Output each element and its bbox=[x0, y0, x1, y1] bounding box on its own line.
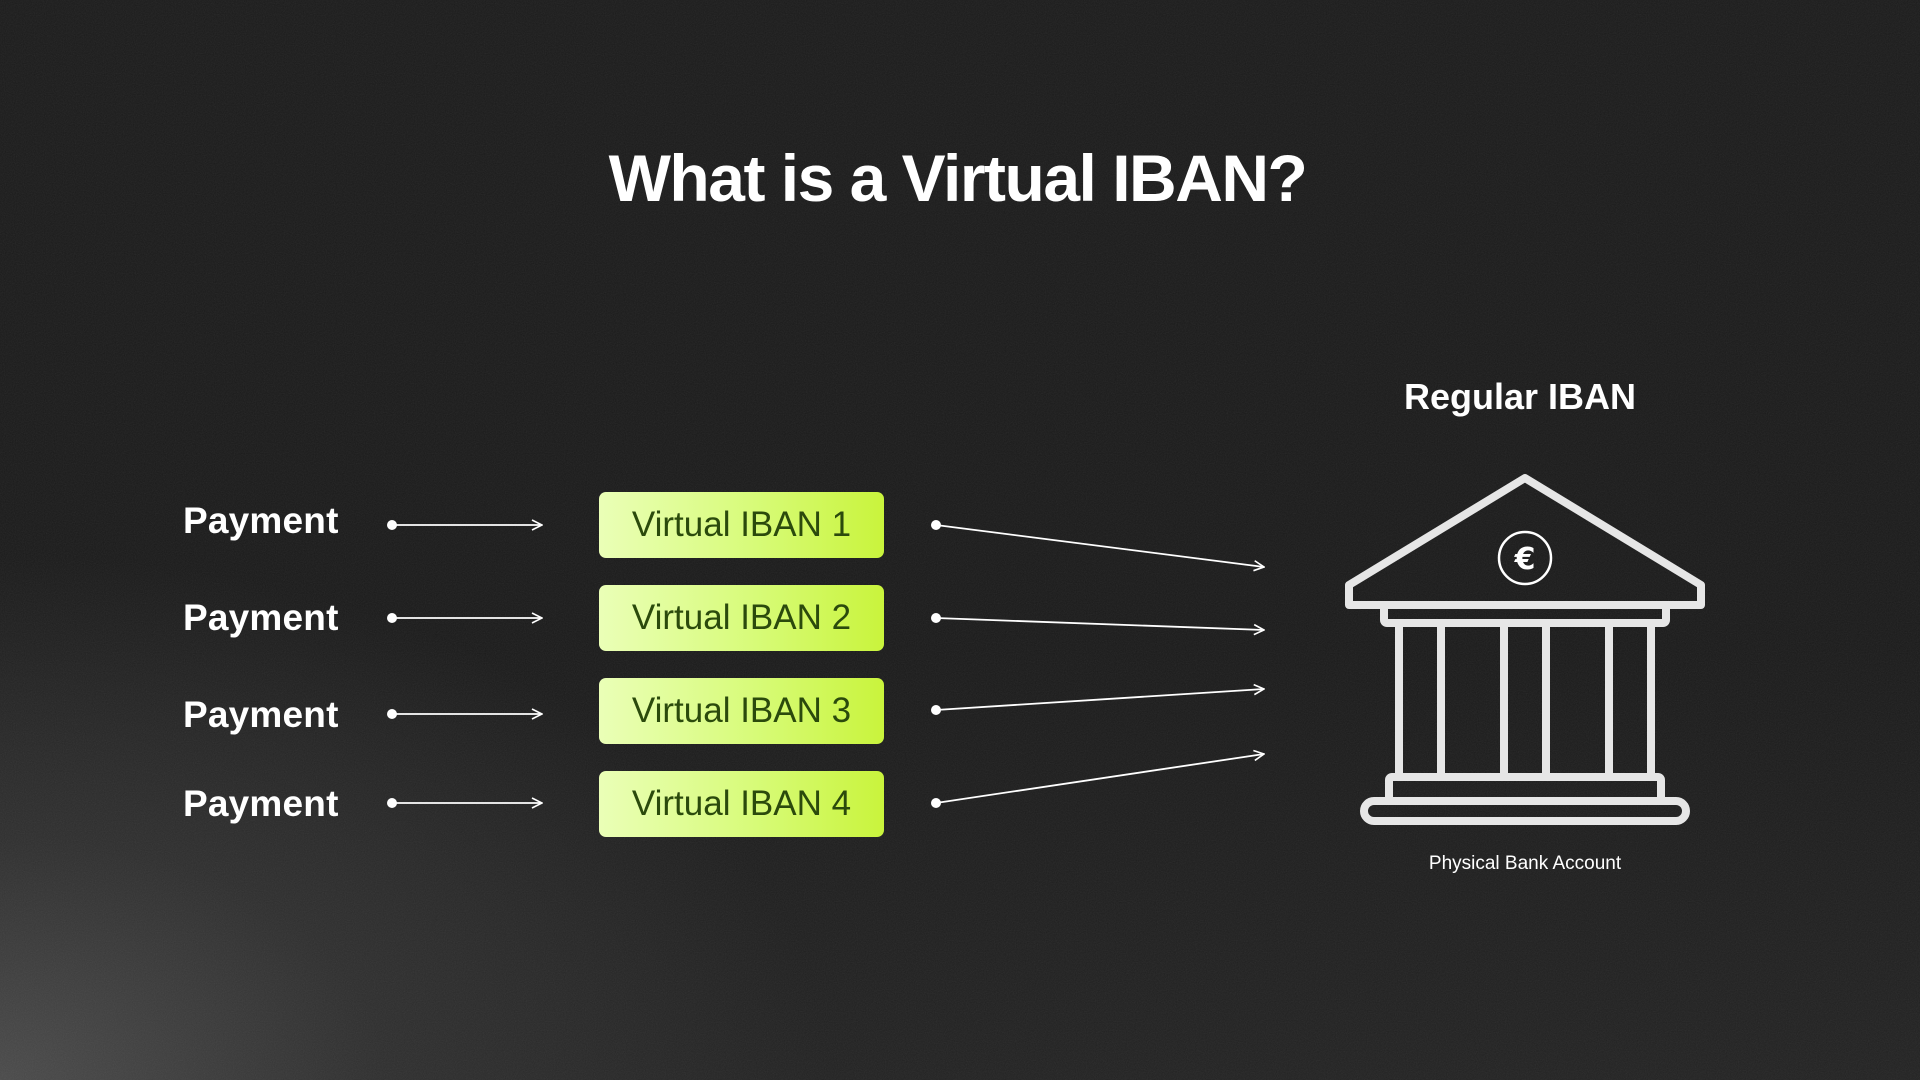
virtual-arrow-3 bbox=[931, 689, 1264, 715]
bank-base bbox=[1360, 797, 1690, 825]
payment-label-2: Payment bbox=[183, 597, 339, 638]
virtual-arrow-2 bbox=[931, 613, 1264, 630]
payment-label-4: Payment bbox=[183, 783, 339, 824]
euro-coin-icon bbox=[1497, 530, 1553, 586]
physical-bank-account-label: Physical Bank Account bbox=[1428, 853, 1622, 874]
regular-iban-label: Regular IBAN bbox=[1403, 376, 1637, 417]
payment-arrow-4 bbox=[387, 798, 542, 808]
page-title: What is a Virtual IBAN? bbox=[608, 141, 1308, 215]
virtual-arrow-1 bbox=[931, 520, 1264, 567]
payment-arrow-3 bbox=[387, 709, 542, 719]
virtual-iban-1: Virtual IBAN 1 bbox=[599, 492, 884, 558]
bank-entablature bbox=[1380, 601, 1670, 627]
payment-arrow-2 bbox=[387, 613, 542, 623]
virtual-arrow-4 bbox=[931, 754, 1264, 808]
virtual-iban-2: Virtual IBAN 2 bbox=[599, 585, 884, 651]
virtual-iban-3: Virtual IBAN 3 bbox=[599, 678, 884, 744]
payment-label-3: Payment bbox=[183, 694, 339, 735]
bank-building-icon: € bbox=[1345, 474, 1705, 825]
payment-label-1: Payment bbox=[183, 500, 339, 541]
euro-symbol: € bbox=[1514, 542, 1536, 577]
virtual-iban-4: Virtual IBAN 4 bbox=[599, 771, 884, 837]
payment-arrow-1 bbox=[387, 520, 542, 530]
bank-roof bbox=[1345, 474, 1705, 609]
